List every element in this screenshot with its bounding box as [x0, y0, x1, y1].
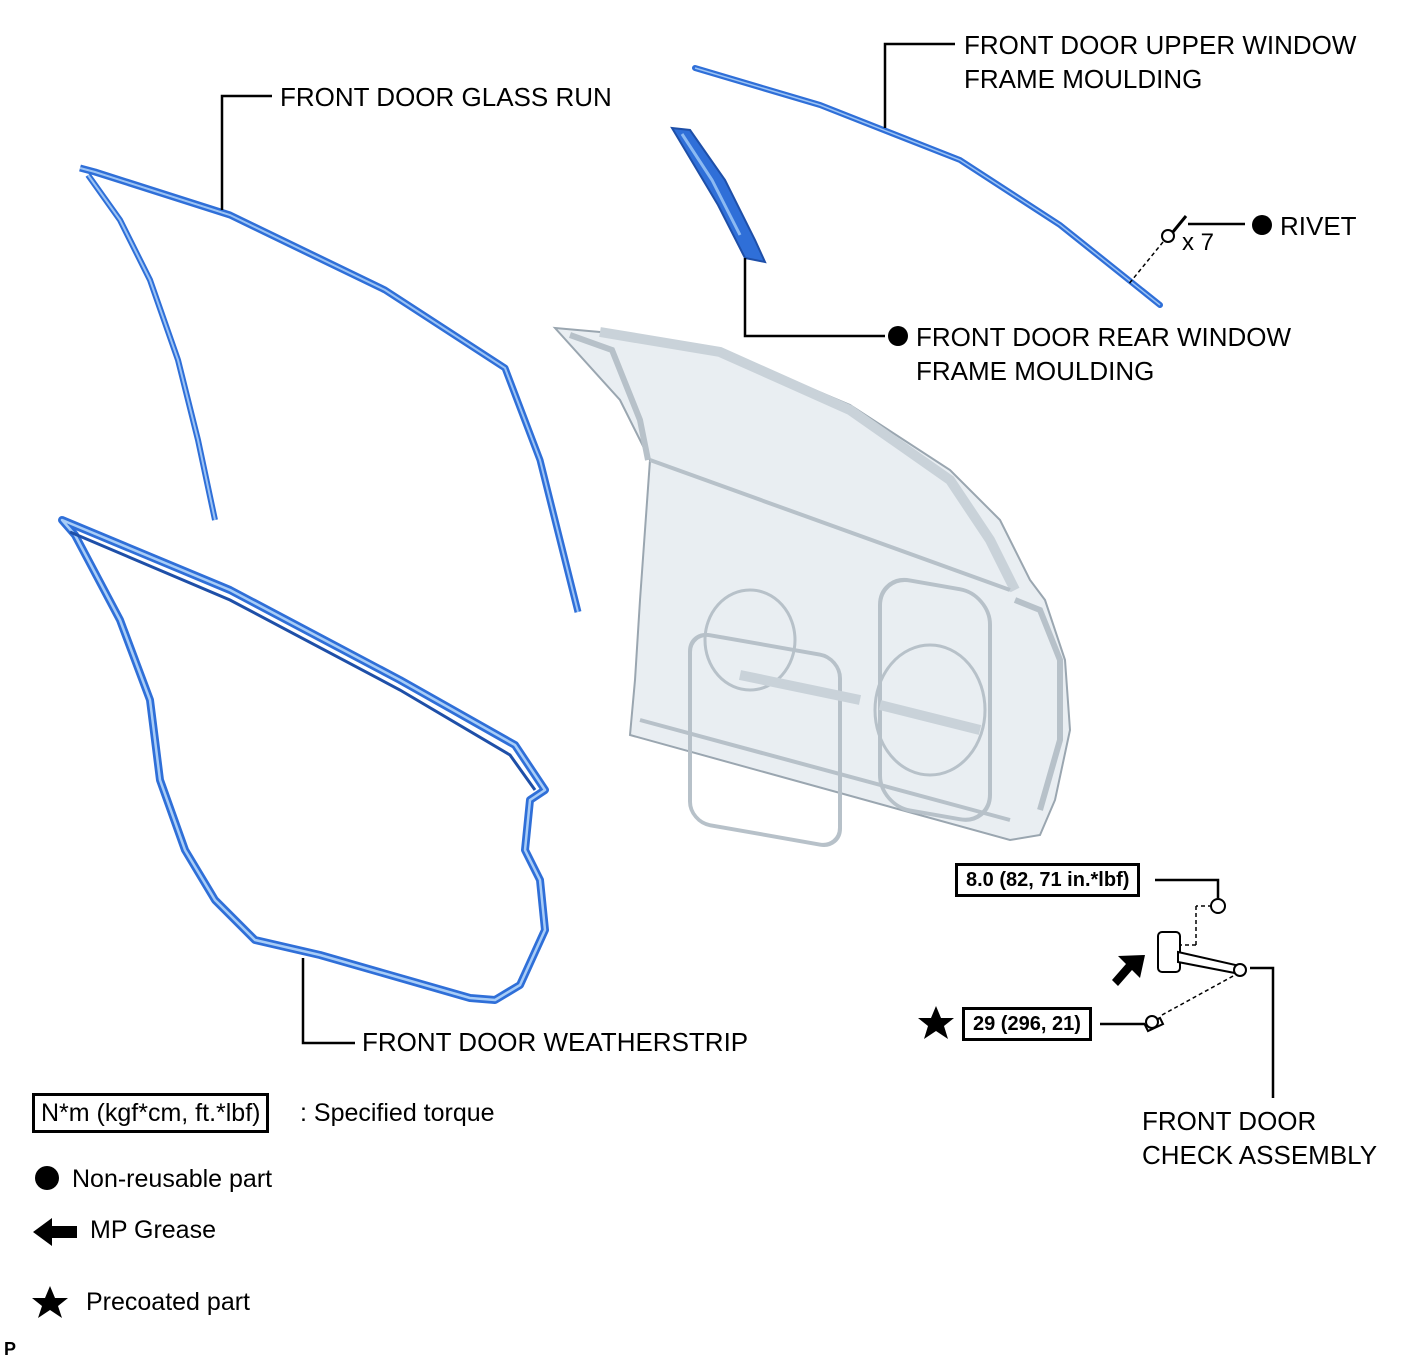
rivet-part: [1127, 215, 1188, 286]
bolt-torque-box: 29 (296, 21): [962, 1007, 1092, 1041]
weatherstrip-label: FRONT DOOR WEATHERSTRIP: [362, 1027, 749, 1057]
rear-moulding-part: [670, 126, 767, 264]
legend-precoated-text: Precoated part: [86, 1288, 250, 1316]
rear-moulding-non-reusable-icon: [888, 326, 908, 346]
nut-torque-box: 8.0 (82, 71 in.*lbf): [955, 863, 1141, 897]
check-assembly-label-line2: CHECK ASSEMBLY: [1142, 1140, 1378, 1170]
leader-lines: [220, 42, 1275, 1098]
legend-torque-desc: : Specified torque: [300, 1099, 495, 1127]
legend-non-reusable-icon: [35, 1166, 59, 1190]
precoated-star-icon: [918, 1006, 954, 1039]
mp-grease-arrow-icon: [1112, 955, 1145, 986]
rear-moulding-label: FRONT DOOR REAR WINDOW FRAME MOULDING: [916, 320, 1291, 388]
upper-moulding-label: FRONT DOOR UPPER WINDOW FRAME MOULDING: [964, 28, 1356, 96]
rear-moulding-label-line1: FRONT DOOR REAR WINDOW: [916, 322, 1292, 352]
glass-run-part: [79, 164, 582, 613]
legend-precoated-icon: [32, 1286, 68, 1318]
check-assembly-label: FRONT DOOR CHECK ASSEMBLY: [1142, 1104, 1377, 1172]
corner-mark: P: [4, 1339, 17, 1359]
legend-non-reusable-text: Non-reusable part: [72, 1165, 273, 1193]
legend-torque-unit-box: N*m (kgf*cm, ft.*lbf): [32, 1093, 270, 1133]
rear-moulding-label-line2: FRAME MOULDING: [916, 356, 1155, 386]
check-assembly-part: [1143, 898, 1247, 1033]
door-panel: [552, 326, 1072, 847]
weatherstrip-part: [58, 516, 549, 1004]
legend-mp-grease-icon: [33, 1218, 77, 1246]
upper-moulding-label-line1: FRONT DOOR UPPER WINDOW: [964, 30, 1357, 60]
rivet-label: RIVET: [1280, 211, 1357, 241]
check-assembly-label-line1: FRONT DOOR: [1142, 1106, 1317, 1136]
upper-moulding-label-line2: FRAME MOULDING: [964, 64, 1203, 94]
glass-run-label: FRONT DOOR GLASS RUN: [280, 82, 612, 112]
rivet-non-reusable-icon: [1252, 215, 1272, 235]
rivet-quantity: x 7: [1182, 229, 1215, 256]
upper-moulding-part: [692, 65, 1163, 308]
legend-mp-grease-text: MP Grease: [90, 1216, 216, 1244]
